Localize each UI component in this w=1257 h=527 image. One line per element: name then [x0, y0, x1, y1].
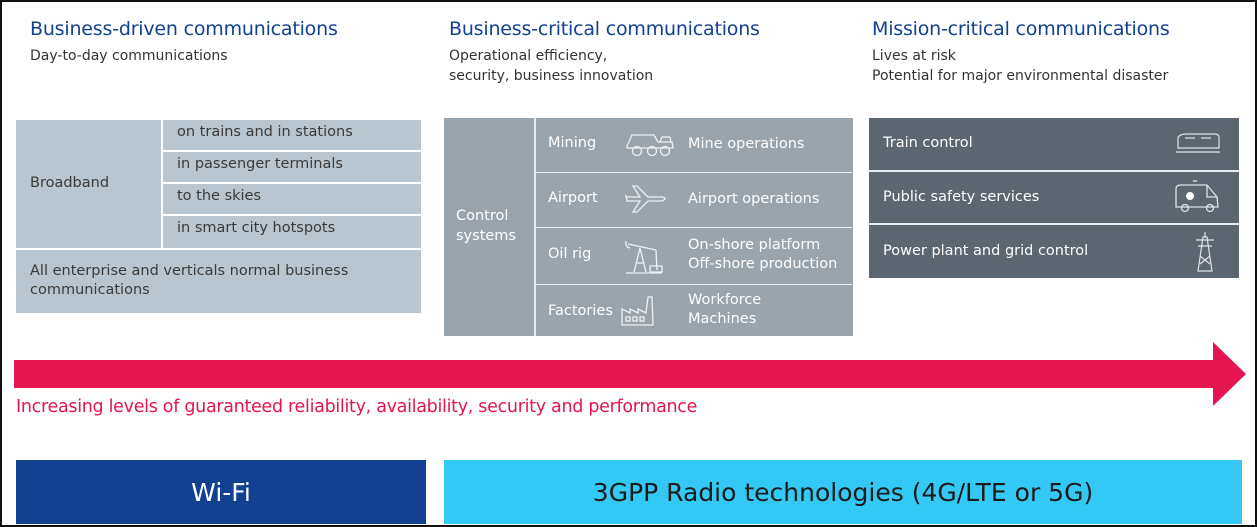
divider — [534, 284, 852, 285]
column-title: Business-critical communications — [449, 18, 760, 40]
divider — [16, 248, 421, 250]
broadband-item: in passenger terminals — [161, 152, 421, 184]
divider — [534, 227, 852, 228]
broadband-item: to the skies — [161, 184, 421, 216]
operation-line: On-shore platform — [688, 237, 821, 253]
enterprise-text: All enterprise and verticals normal busi… — [30, 262, 348, 300]
3gpp-radio-bar: 3GPP Radio technologies (4G/LTE or 5G) — [444, 460, 1242, 524]
control-row-airport: Airport Airport operations — [534, 173, 854, 227]
column-subtitle-line: Potential for major environmental disast… — [872, 68, 1169, 84]
broadband-item: in smart city hotspots — [161, 216, 421, 248]
column-title: Mission-critical communications — [872, 18, 1170, 40]
control-systems-line: Control — [456, 208, 509, 224]
mission-row-train-control: Train control — [869, 118, 1239, 170]
operation-line: Mine operations — [688, 136, 805, 152]
control-row-factories: Factories Workforce Machines — [534, 285, 854, 336]
column-business-critical-header: Business-critical communications Operati… — [449, 8, 760, 86]
mission-row-public-safety: Public safety services — [869, 172, 1239, 223]
operation-line: Machines — [688, 311, 757, 327]
column-subtitle-line: Operational efficiency, — [449, 48, 608, 64]
control-systems-label: Control systems — [456, 206, 516, 246]
arrow-caption: Increasing levels of guaranteed reliabil… — [16, 397, 698, 417]
factory-icon — [621, 296, 654, 326]
divider — [534, 172, 852, 173]
oil-pump-icon — [625, 240, 663, 274]
enterprise-line: communications — [30, 282, 150, 298]
broadband-label: Broadband — [30, 175, 110, 191]
divider — [869, 170, 1239, 172]
operation-line: Off-shore production — [688, 256, 838, 272]
operation-line: Airport operations — [688, 191, 820, 207]
mining-truck-icon — [626, 134, 674, 157]
mission-row-label: Power plant and grid control — [883, 243, 1089, 259]
power-pylon-icon — [1196, 232, 1214, 272]
business-driven-box: Broadband on trains and in stations in p… — [16, 120, 421, 313]
business-critical-box: Control systems Mining Mine operations A… — [444, 118, 853, 336]
mission-row-power-plant: Power plant and grid control — [869, 225, 1239, 278]
ambulance-icon — [1175, 180, 1219, 213]
column-subtitle-line: security, business innovation — [449, 68, 654, 84]
progression-arrow — [14, 342, 1246, 406]
operation-text: Workforce Machines — [688, 291, 761, 329]
divider — [869, 223, 1239, 225]
column-business-driven-header: Business-driven communications Day-to-da… — [30, 8, 338, 66]
wifi-bar: Wi-Fi — [16, 460, 426, 524]
enterprise-line: All enterprise and verticals normal busi… — [30, 263, 349, 279]
operation-line: Workforce — [688, 292, 762, 308]
operation-text: On-shore platform Off-shore production — [688, 236, 837, 274]
control-systems-line: systems — [456, 228, 516, 244]
train-icon — [1176, 133, 1220, 153]
domain-label: Oil rig — [548, 246, 592, 262]
mission-row-label: Train control — [883, 135, 973, 151]
broadband-item: on trains and in stations — [161, 120, 421, 152]
control-row-mining: Mining Mine operations — [534, 118, 854, 172]
airplane-icon — [624, 185, 666, 213]
column-subtitle-line: Lives at risk — [872, 48, 956, 64]
column-mission-critical-header: Mission-critical communications Lives at… — [872, 8, 1170, 86]
column-subtitle-line: Day-to-day communications — [30, 48, 228, 64]
domain-label: Mining — [548, 135, 597, 151]
domain-label: Factories — [548, 303, 613, 319]
column-title: Business-driven communications — [30, 18, 338, 40]
control-row-oil-rig: Oil rig On-shore platform Off-shore prod… — [534, 228, 854, 284]
domain-label: Airport — [548, 190, 598, 206]
mission-row-label: Public safety services — [883, 189, 1040, 205]
